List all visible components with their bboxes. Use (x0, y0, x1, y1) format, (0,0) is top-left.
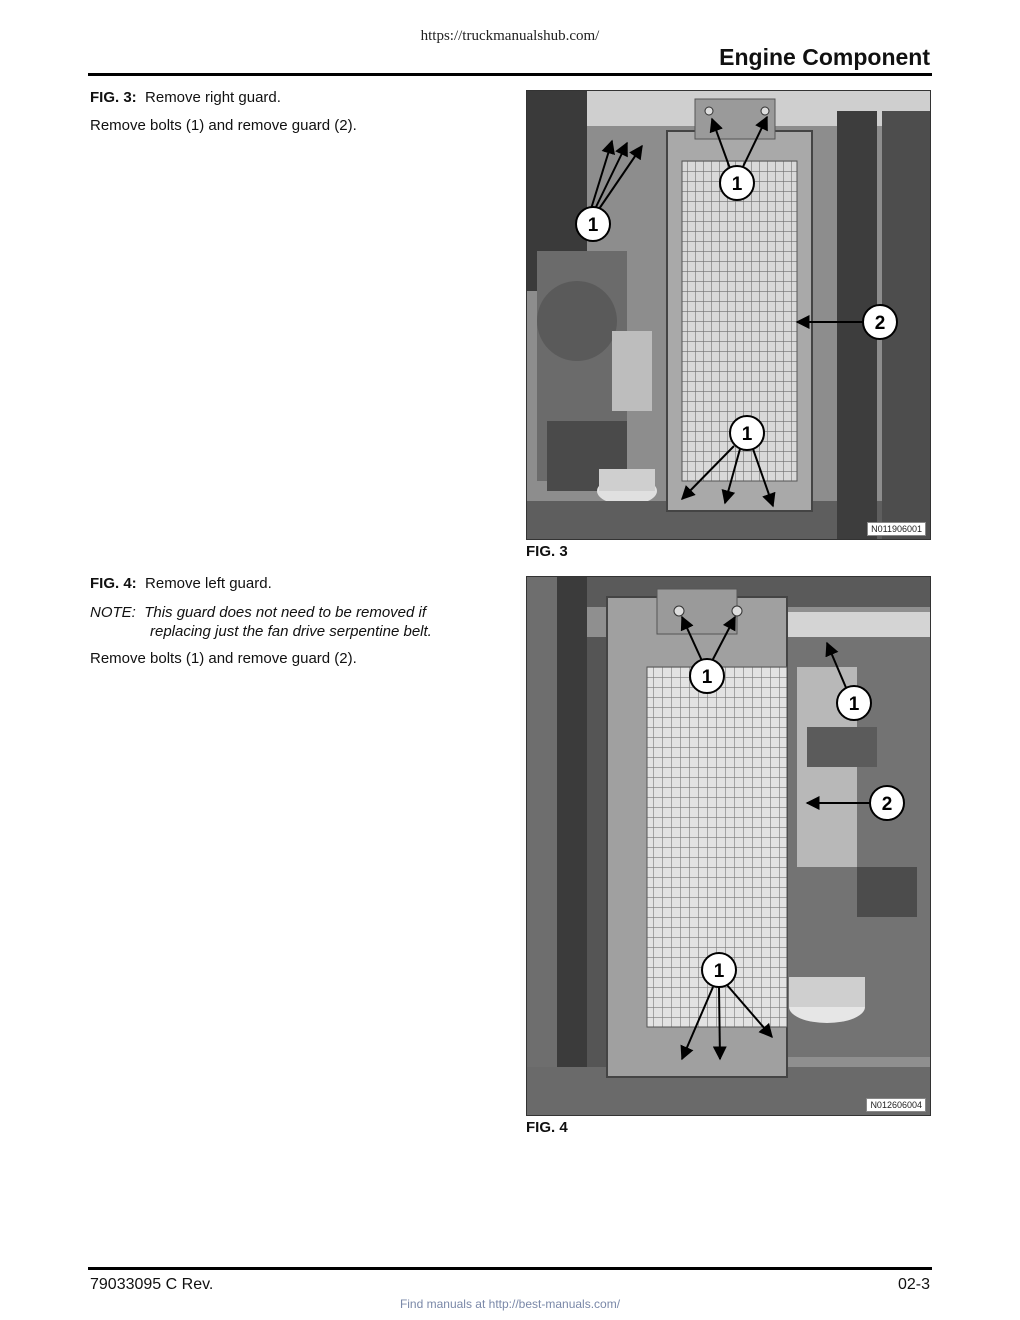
fig4-callout-2: 2 (882, 794, 893, 815)
note-line-1: This guard does not need to be removed i… (144, 604, 427, 621)
fig4-note: NOTE: This guard does not need to be rem… (90, 603, 496, 641)
fig4-illustration: 1 1 2 1 N012606004 (526, 576, 931, 1116)
note-line-2: replacing just the fan drive serpentine … (150, 623, 432, 640)
fig3-caption: FIG. 3 (526, 543, 568, 560)
fig3-step: Remove bolts (1) and remove guard (2). (90, 117, 357, 134)
fig4-callout-1c: 1 (714, 961, 725, 982)
fig4-callout-1a: 1 (702, 667, 713, 688)
footer-rule (88, 1267, 932, 1270)
header-rule (88, 73, 932, 76)
fig3-callout-1b: 1 (588, 215, 599, 236)
section-title: Engine Component (719, 44, 930, 70)
fig4-heading: FIG. 4: Remove left guard. (90, 574, 496, 593)
fig3-heading: FIG. 3: Remove right guard. (90, 88, 496, 107)
fig4-callout-1b: 1 (849, 694, 860, 715)
fig4-callouts: 1 1 2 1 (689, 658, 905, 988)
fig3-callout-1c: 1 (742, 424, 753, 445)
note-label: NOTE: (90, 604, 136, 621)
fig3-callout-1a: 1 (732, 174, 743, 195)
doc-number: 79033095 C Rev. (90, 1276, 214, 1293)
fig3-callouts: 1 1 2 1 (575, 165, 898, 451)
fig3-label: FIG. 3: (90, 89, 137, 106)
fig4-label: FIG. 4: (90, 575, 137, 592)
fig3-illustration: 1 1 2 1 N011906001 (526, 90, 931, 540)
fig4-caption: FIG. 4 (526, 1119, 568, 1136)
manuals-link[interactable]: Find manuals at http://best-manuals.com/ (399, 1297, 621, 1311)
source-url: https://truckmanualshub.com/ (420, 28, 600, 44)
fig4-title: Remove left guard. (145, 575, 272, 592)
fig4-image-id: N012606004 (866, 1098, 926, 1112)
fig3-callout-2: 2 (875, 313, 886, 334)
fig4-drawing: 1 1 2 1 (527, 577, 930, 1115)
fig4-step: Remove bolts (1) and remove guard (2). (90, 650, 357, 667)
page-number: 02-3 (897, 1276, 930, 1293)
fig3-title: Remove right guard. (145, 89, 281, 106)
fig3-image-id: N011906001 (867, 522, 926, 536)
fig3-drawing: 1 1 2 1 (527, 91, 930, 539)
